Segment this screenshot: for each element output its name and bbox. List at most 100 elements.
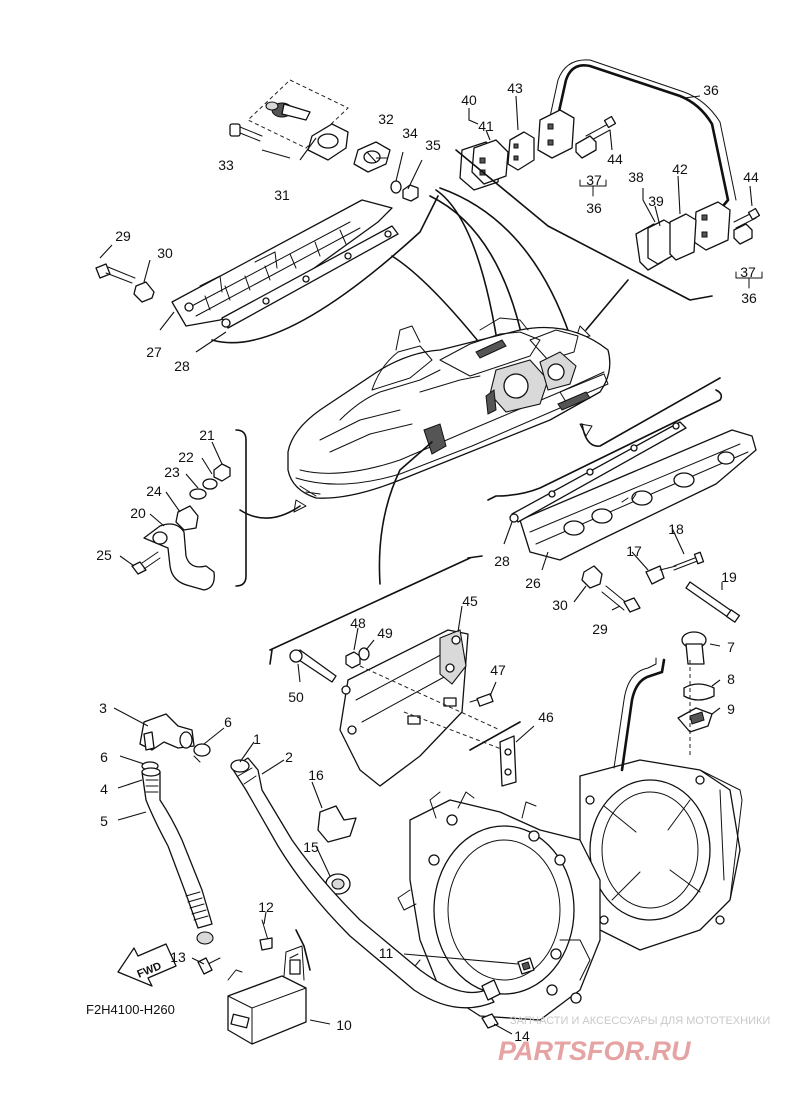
label-34: 34 xyxy=(402,125,418,141)
part-labels: 40 41 43 36 32 34 35 33 31 44 42 38 39 4… xyxy=(96,80,759,1044)
label-30-left: 30 xyxy=(157,245,173,261)
label-37-top: 37 xyxy=(586,172,602,188)
rivet-18 xyxy=(673,551,705,571)
clip-17 xyxy=(645,565,677,585)
washer-22 xyxy=(202,478,218,490)
rivet-13 xyxy=(197,957,221,975)
label-47: 47 xyxy=(490,662,506,678)
label-29-right: 29 xyxy=(592,621,608,637)
clip-11 xyxy=(517,957,535,975)
diagram-code: F2H4100-H260 xyxy=(86,1002,175,1017)
plate-38-39 xyxy=(635,219,675,271)
valve-3 xyxy=(139,713,195,751)
grommet-8 xyxy=(683,683,715,701)
handle-bracket-43 xyxy=(507,131,535,171)
plate-40-41 xyxy=(459,139,509,191)
label-37-right: 37 xyxy=(740,264,756,280)
label-14: 14 xyxy=(514,1028,530,1044)
label-33: 33 xyxy=(218,157,234,173)
label-29-left: 29 xyxy=(115,228,131,244)
label-23: 23 xyxy=(164,464,180,480)
label-16: 16 xyxy=(308,767,324,783)
grab-handle xyxy=(537,59,737,251)
label-30-right: 30 xyxy=(552,597,568,613)
spacers-37 xyxy=(575,135,753,245)
watermark-brand: PARTSFOR.RU xyxy=(498,1036,692,1066)
label-20: 20 xyxy=(130,505,146,521)
label-10: 10 xyxy=(336,1017,352,1033)
label-7: 7 xyxy=(727,639,735,655)
label-40: 40 xyxy=(461,92,477,108)
washer-49 xyxy=(358,647,370,661)
label-25: 25 xyxy=(96,547,112,563)
fwd-arrow-icon: FWD xyxy=(117,943,177,987)
label-22: 22 xyxy=(178,449,194,465)
label-4: 4 xyxy=(100,781,108,797)
label-48: 48 xyxy=(350,615,366,631)
label-50: 50 xyxy=(288,689,304,705)
label-15: 15 xyxy=(303,839,319,855)
lanyard-switch-group xyxy=(229,79,423,202)
label-46: 46 xyxy=(538,709,554,725)
label-6-left: 6 xyxy=(100,749,108,765)
label-38: 38 xyxy=(628,169,644,185)
label-18: 18 xyxy=(668,521,684,537)
plate-42 xyxy=(669,213,697,261)
label-28-right: 28 xyxy=(494,553,510,569)
controller-10 xyxy=(227,945,307,1045)
label-12: 12 xyxy=(258,899,274,915)
intake-grate-45 xyxy=(339,629,505,787)
bolt-29-left xyxy=(95,263,136,284)
label-1: 1 xyxy=(253,731,261,747)
clamp-6-right xyxy=(193,743,211,763)
hose-4-5 xyxy=(141,767,214,945)
label-41: 41 xyxy=(478,118,494,134)
label-27: 27 xyxy=(146,344,162,360)
cable-clamp-16 xyxy=(317,805,357,843)
switch-plate xyxy=(307,123,349,161)
pump-housing xyxy=(579,657,743,951)
label-36-right: 36 xyxy=(741,290,757,306)
label-49: 49 xyxy=(377,625,393,641)
pin-47 xyxy=(469,693,494,707)
label-39: 39 xyxy=(648,193,664,209)
nut-48 xyxy=(345,651,361,669)
label-44-top: 44 xyxy=(607,151,623,167)
label-9: 9 xyxy=(727,701,735,717)
intake-duct xyxy=(397,791,601,1021)
label-45: 45 xyxy=(462,593,478,609)
bolt-29-right xyxy=(601,585,641,613)
bracket-46 xyxy=(499,735,517,787)
clip-9 xyxy=(677,707,713,733)
label-5: 5 xyxy=(100,813,108,829)
nut-35 xyxy=(402,184,419,202)
label-42: 42 xyxy=(672,161,688,177)
label-6-right: 6 xyxy=(224,714,232,730)
tie-19 xyxy=(685,581,741,623)
label-32: 32 xyxy=(378,111,394,127)
label-28-left: 28 xyxy=(174,358,190,374)
label-24: 24 xyxy=(146,483,162,499)
label-43: 43 xyxy=(507,80,523,96)
spacer-30-left xyxy=(133,281,155,303)
watermark-tagline: ЗАПЧАСТИ И АКСЕССУАРЫ ДЛЯ МОТОТЕХНИКИ xyxy=(510,1015,770,1027)
hose-1-2 xyxy=(230,757,501,1009)
label-21: 21 xyxy=(199,427,215,443)
rivet-12 xyxy=(259,919,273,951)
cap-7 xyxy=(681,631,707,665)
washer-23 xyxy=(189,488,207,500)
washer-34 xyxy=(390,180,402,194)
spacer-30-right xyxy=(581,565,603,589)
sponson-right xyxy=(509,421,757,561)
bolt-33 xyxy=(229,123,263,142)
label-17: 17 xyxy=(626,543,642,559)
nut-21 xyxy=(213,463,231,482)
watercraft-overview xyxy=(287,317,611,499)
hook-20 xyxy=(143,523,215,591)
label-36-mid: 36 xyxy=(586,200,602,216)
tie-50 xyxy=(289,649,337,683)
label-19: 19 xyxy=(721,569,737,585)
label-3: 3 xyxy=(99,700,107,716)
label-2: 2 xyxy=(285,749,293,765)
